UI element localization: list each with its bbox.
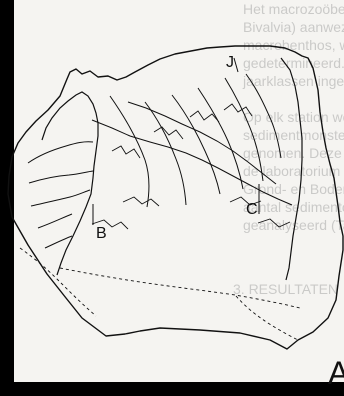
creek-west-4: [38, 214, 72, 228]
label-a: A: [328, 355, 344, 391]
label-b: B: [96, 225, 107, 242]
label-j: J: [226, 54, 234, 71]
creek-central-4: [198, 88, 243, 189]
creek-central-2: [145, 102, 186, 205]
main-channel: [92, 120, 292, 205]
dashed-boundary-south: [60, 268, 300, 308]
eastern-shoreline: [281, 58, 302, 280]
label-c: C: [246, 201, 258, 218]
creek-central-3: [172, 95, 220, 194]
creek-west-3: [31, 190, 90, 206]
creek-detail-1: [112, 146, 140, 158]
station-marker-j: [234, 58, 238, 72]
creek-central-6: [246, 74, 281, 158]
dashed-boundary-west: [20, 248, 96, 316]
creek-detail-6: [123, 197, 159, 206]
dashed-boundary-southeast: [236, 296, 298, 340]
creek-detail-4: [224, 104, 252, 116]
creek-central-5: [225, 78, 263, 181]
creek-detail-7: [258, 219, 290, 227]
creek-detail-3: [190, 111, 219, 122]
creek-west-2: [29, 171, 93, 183]
estuary-main-outline: [8, 46, 343, 349]
western-shoreline: [42, 92, 98, 275]
creek-detail-2: [154, 127, 183, 139]
creek-west-1: [28, 142, 93, 163]
secondary-channel: [128, 102, 276, 184]
